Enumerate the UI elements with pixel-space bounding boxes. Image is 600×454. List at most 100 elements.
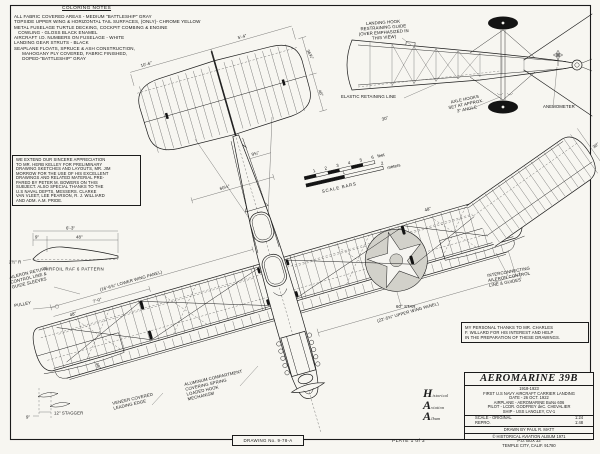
left-aileron — [36, 332, 125, 375]
dim-airfoil-48: 48" — [76, 235, 83, 240]
star-insignia — [364, 229, 428, 292]
wing-tip-detail: 30" — [466, 128, 600, 247]
title-line2: DATE - 26 OCT. 1922 — [509, 395, 549, 401]
headrest — [273, 288, 288, 296]
front-cockpit — [249, 211, 275, 243]
airfoil-detail: 6'-3" 9" 48" 2½" R AIRFOIL RAF 6 PATTERN — [9, 226, 119, 272]
lower-wing-ribs — [68, 244, 504, 377]
elastic-line-label: ELASTIC RETAINING LINE — [341, 94, 397, 99]
rear-cockpit-rim — [263, 256, 285, 285]
title-block-info: 1918-1923 FIRST U.S NAVY AIRCRAFT CARRIE… — [465, 386, 593, 417]
dim-60-5: 60½" — [219, 183, 231, 191]
coloring-notes-title: COLORING NOTES — [62, 6, 112, 11]
landing-gear — [469, 16, 536, 114]
meter-label: meters — [387, 162, 402, 170]
lower-airfoil-section — [49, 402, 71, 408]
rear-cockpit — [261, 253, 287, 287]
engine-detail — [276, 330, 326, 395]
drawn-by: DRAWN BY PAUL R. MATT — [465, 427, 593, 434]
scale-bars: 1 2 3 4 5 6 feet 1 2 meters SCALE BARS — [303, 152, 402, 194]
dim-tail-span: 10'-6" — [140, 60, 153, 68]
upper-airfoil-section — [37, 392, 59, 398]
tip-panel-outline — [466, 136, 596, 247]
dim-lower-panel: (16'-6⅝" LOWER WING PANEL) — [99, 269, 163, 292]
tip-panel-edges — [467, 141, 593, 236]
tail-brace-wires — [194, 117, 273, 224]
dim-9-75: 9¾" — [251, 150, 260, 157]
aircraft-title: AEROMARINE 39B — [465, 373, 593, 386]
rigging-wires — [56, 202, 502, 363]
bay-x-bracing — [391, 44, 481, 86]
feet-tick-2: 2 — [324, 165, 328, 171]
turtledeck-lines — [230, 137, 280, 254]
copyright-line2: P.O. BOX 33 — [517, 438, 541, 444]
scale-bars-label: SCALE BARS — [321, 181, 357, 194]
copyright-line1: © HISTORICAL AVIATION ALBUM 1971 — [492, 433, 566, 439]
title-line1: FIRST U.S NAVY AIRCRAFT CARRIER LANDING — [483, 390, 575, 396]
stagger-detail: 12" STAGGER 9" — [26, 388, 83, 420]
dim-radius: 2½" R — [9, 260, 21, 265]
wing-spars — [40, 203, 515, 361]
leader-lines — [32, 37, 558, 406]
center-section — [253, 255, 303, 310]
credits-box: WE EXTEND OUR SINCERE APPRECIATION TO MR… — [12, 155, 141, 207]
dim-airfoil-length: 6'-3" — [66, 226, 75, 231]
title-line5: SHIP - USS LANGLEY, CV-1 — [502, 408, 556, 414]
prop-hub — [297, 373, 314, 385]
scale-value: 1:24 — [575, 415, 583, 421]
stagger-label: 12" STAGGER — [54, 411, 83, 416]
dim-30: 30" — [381, 115, 389, 122]
title-line4: PILOT - LCDR. GODFREY deC. CHEVALIER — [487, 404, 571, 410]
airfoil-label: AIRFOIL RAF 6 PATTERN — [44, 267, 104, 272]
scale-section: SCALE - ORIGINAL 1:24 REPRO. 1:48 — [465, 415, 593, 427]
main-top-view: 10'-6" 5'-4" 36¾" 46" 30" 9¾" 60½" (16'-… — [32, 25, 525, 432]
longerons — [357, 44, 567, 86]
fuselage-top-view — [210, 49, 321, 432]
dim-gap: 46" — [317, 89, 325, 98]
exhaust-stubs — [276, 332, 321, 376]
tip-panel-ribs — [472, 134, 598, 243]
repro-value: 1:48 — [575, 420, 583, 426]
dim-stagger-9: 9" — [26, 415, 30, 420]
dim-48-left: 48" — [69, 311, 77, 318]
feet-tick-5: 5 — [359, 157, 363, 163]
historical-aviation-album-logo: Historical Aviation Album — [423, 386, 463, 424]
propeller — [290, 382, 326, 393]
tail-hook-lines — [581, 58, 593, 72]
scale-label: SCALE - ORIGINAL — [475, 415, 512, 421]
axle-hooks — [496, 92, 514, 96]
elastic-line — [357, 70, 501, 88]
front-cockpit-rim — [251, 213, 272, 241]
copyright-section: © HISTORICAL AVIATION ALBUM 1971 P.O. BO… — [465, 434, 593, 449]
repro-label: REPRO. — [475, 420, 491, 426]
spinner — [303, 388, 314, 395]
gear-struts — [469, 29, 536, 101]
logo-word-3: Album — [423, 409, 441, 423]
copyright-line3: TEMPLE CITY, CALIF. 91780 — [502, 443, 556, 449]
feet-tick-1: 1 — [312, 168, 316, 174]
tail-cone — [571, 59, 583, 71]
feet-tick-3: 3 — [336, 163, 340, 169]
drawing-number-box: DRAWING No. 9-78-A — [232, 435, 304, 446]
tail-ribs — [139, 44, 305, 153]
dim-7ft: 7'-0" — [92, 297, 102, 304]
arresting-gear-top-view — [346, 13, 593, 117]
plate-number: PLATE 1 of 3 — [392, 439, 425, 444]
title-line3: AIRPLANE - AEROMARINE BuNo 606 — [493, 399, 565, 405]
star-label: 60° STAR — [396, 304, 416, 309]
feet-tick-6: 6 — [371, 154, 375, 160]
windshield — [244, 201, 269, 213]
airfoil-profile — [32, 246, 119, 262]
logo-word-1: Historical — [423, 386, 449, 400]
dim-tail-half: 5'-4" — [237, 33, 247, 40]
bay-frames — [369, 41, 525, 89]
thanks-box: MY PERSONAL THANKS TO MR. CHARLES F. WIL… — [461, 322, 589, 343]
engine-block — [280, 330, 317, 378]
horizontal-tail — [137, 44, 311, 224]
axle — [500, 30, 506, 100]
title-years: 1918-1923 — [519, 386, 539, 391]
dim-48-tip: 48" — [95, 362, 103, 370]
pulley-symbol — [55, 304, 59, 309]
